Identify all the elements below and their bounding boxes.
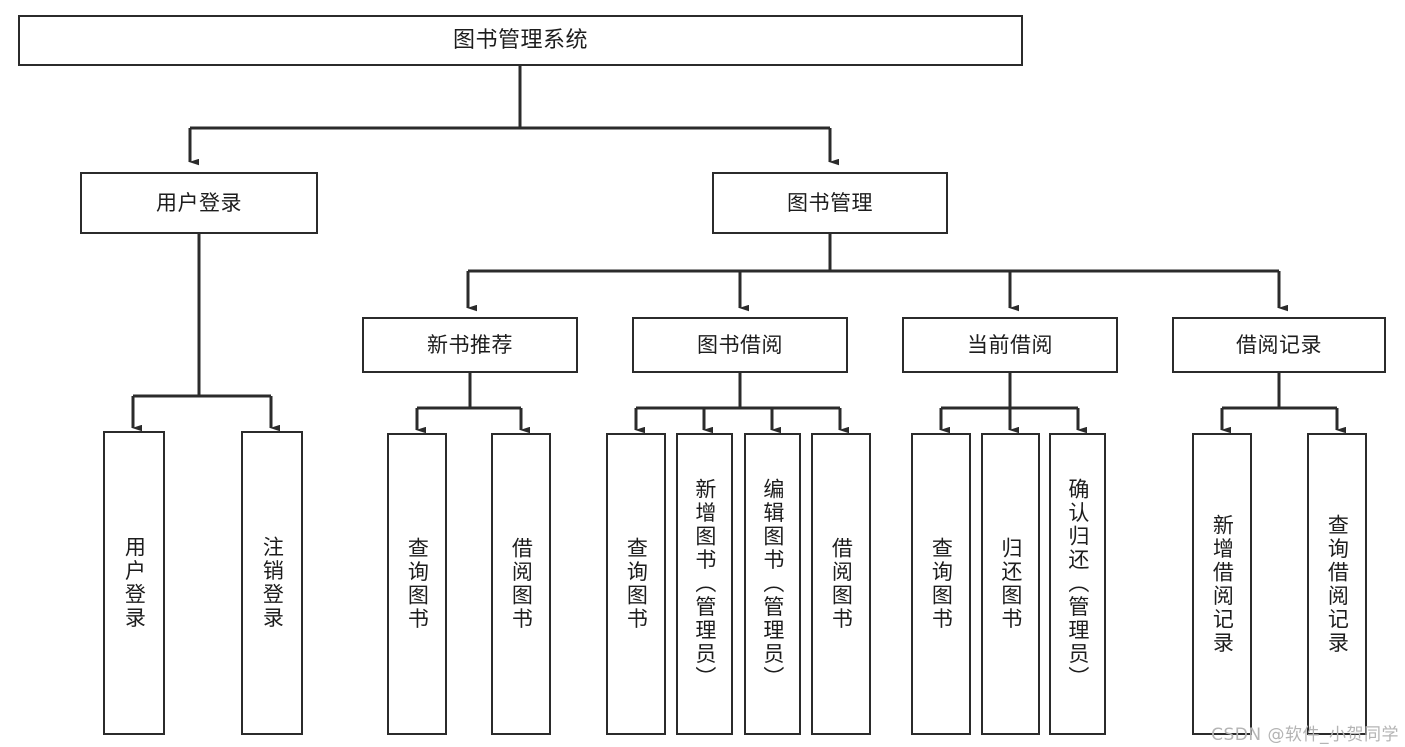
leaf-current-borrow-return[interactable]: 归还图书	[981, 433, 1040, 735]
node-label: 图书管理系统	[452, 27, 588, 53]
leaf-current-borrow-query[interactable]: 查询图书	[911, 433, 971, 735]
node-label: 当前借阅	[967, 332, 1053, 357]
leaf-new-book-borrow[interactable]: 借阅图书	[491, 433, 551, 735]
node-label: 借阅图书	[829, 537, 854, 631]
node-borrow-record[interactable]: 借阅记录	[1172, 317, 1386, 373]
node-label: 用户登录	[122, 536, 147, 630]
node-label: 编辑图书（管理员）	[760, 478, 785, 690]
node-root-system[interactable]: 图书管理系统	[18, 15, 1023, 66]
node-label: 查询借阅记录	[1325, 513, 1350, 655]
node-label: 归还图书	[998, 537, 1023, 631]
node-label: 借阅记录	[1236, 332, 1322, 357]
leaf-user-login-logout[interactable]: 注销登录	[241, 431, 303, 735]
node-new-book-recommend[interactable]: 新书推荐	[362, 317, 578, 373]
node-label: 用户登录	[156, 190, 242, 215]
leaf-book-borrow-add[interactable]: 新增图书（管理员）	[676, 433, 733, 735]
node-label: 新书推荐	[427, 332, 513, 357]
node-label: 查询图书	[929, 537, 954, 631]
node-label: 图书借阅	[697, 332, 783, 357]
leaf-user-login-login[interactable]: 用户登录	[103, 431, 165, 735]
leaf-book-borrow-borrow[interactable]: 借阅图书	[811, 433, 871, 735]
node-user-login[interactable]: 用户登录	[80, 172, 318, 234]
node-label: 新增借阅记录	[1210, 513, 1235, 655]
csdn-watermark: CSDN @软件_小贺同学	[1211, 725, 1399, 745]
node-label: 查询图书	[624, 537, 649, 631]
node-book-management[interactable]: 图书管理	[712, 172, 948, 234]
node-label: 查询图书	[405, 537, 430, 631]
node-label: 确认归还（管理员）	[1065, 478, 1090, 690]
node-label: 借阅图书	[509, 537, 534, 631]
node-current-borrow[interactable]: 当前借阅	[902, 317, 1118, 373]
leaf-borrow-record-add[interactable]: 新增借阅记录	[1192, 433, 1252, 735]
node-label: 注销登录	[260, 536, 285, 630]
leaf-book-borrow-edit[interactable]: 编辑图书（管理员）	[744, 433, 801, 735]
leaf-current-borrow-confirm-return[interactable]: 确认归还（管理员）	[1049, 433, 1106, 735]
node-label: 图书管理	[787, 190, 873, 215]
node-book-borrow[interactable]: 图书借阅	[632, 317, 848, 373]
node-label: 新增图书（管理员）	[692, 478, 717, 690]
leaf-new-book-query[interactable]: 查询图书	[387, 433, 447, 735]
leaf-book-borrow-query[interactable]: 查询图书	[606, 433, 666, 735]
leaf-borrow-record-query[interactable]: 查询借阅记录	[1307, 433, 1367, 735]
